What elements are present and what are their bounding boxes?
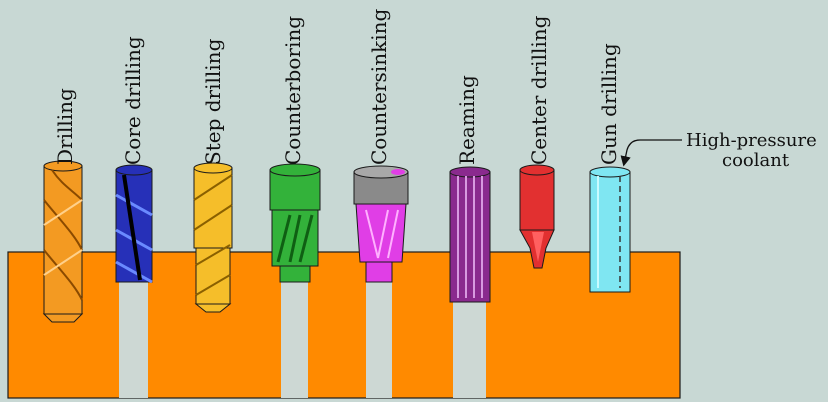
label-step-drilling: Step drilling: [201, 38, 225, 165]
center-drill-icon: [519, 164, 555, 269]
label-gun-drilling: Gun drilling: [597, 43, 621, 165]
workpiece: [7, 251, 681, 399]
label-reaming: Reaming: [455, 75, 479, 165]
hole-countersinking: [366, 282, 392, 398]
counterbore-icon: [269, 163, 321, 283]
holes: [119, 280, 486, 398]
annotation-line2: coolant: [722, 150, 790, 171]
annotation-line1: High-pressure: [686, 130, 817, 151]
label-drilling: Drilling: [53, 88, 77, 165]
coolant-annotation: High-pressure coolant: [620, 130, 817, 171]
hole-core-drilling: [119, 280, 148, 398]
reamer-icon: [449, 166, 491, 303]
hole-reaming: [453, 302, 486, 398]
twist-drill-icon: [42, 160, 84, 323]
core-drill-icon: [115, 164, 153, 284]
annotation-leader: [620, 139, 682, 167]
label-center-drilling: Center drilling: [527, 15, 551, 165]
label-counterboring: Counterboring: [281, 16, 305, 165]
gun-drill-icon: [589, 166, 631, 293]
hole-counterboring: [281, 282, 308, 398]
label-core-drilling: Core drilling: [121, 36, 145, 165]
tool-labels: Drilling Core drilling Step drilling Cou…: [53, 9, 621, 165]
step-drill-icon: [193, 162, 233, 313]
countersink-icon: [353, 165, 409, 283]
label-countersinking: Countersinking: [367, 9, 391, 165]
